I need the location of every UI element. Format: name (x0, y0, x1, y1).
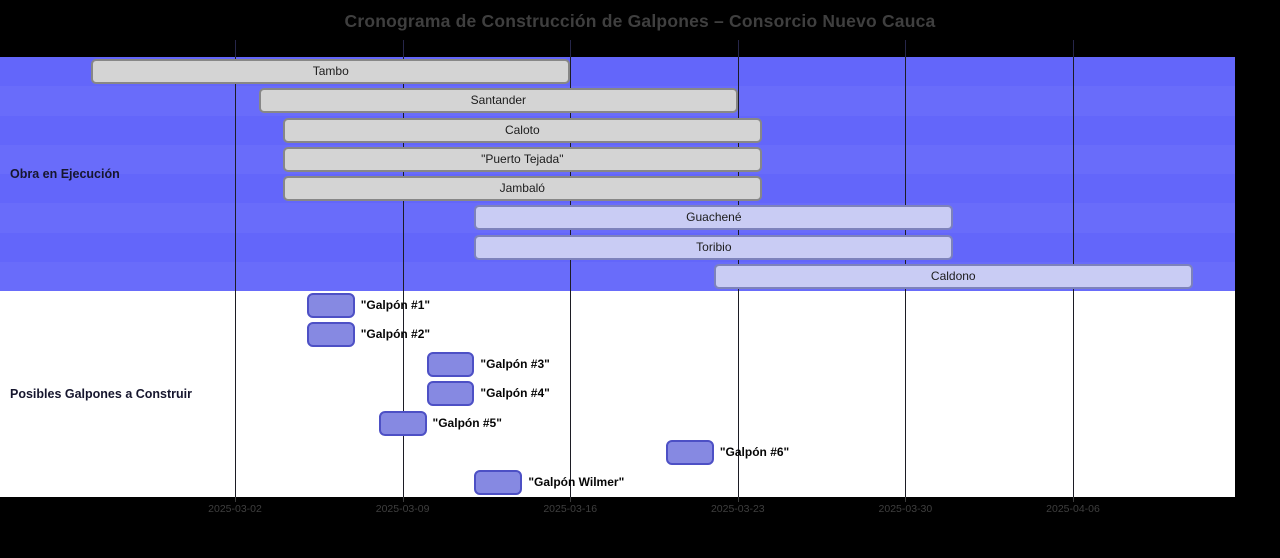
bar-label: Santander (470, 93, 527, 108)
bar-label: "Galpón #1" (360, 298, 431, 312)
bottom-tick-mark (737, 497, 739, 502)
top-tick-mark (570, 40, 572, 57)
bar-label: "Galpón #5" (432, 415, 502, 430)
top-tick-mark (737, 40, 739, 57)
gridline (402, 57, 404, 497)
bar-label: Jambaló (499, 181, 545, 195)
bar-label: "Puerto Tejada" (481, 151, 564, 166)
x-tick-label: 2025-03-23 (710, 503, 765, 515)
gantt-bar-santander[interactable]: Santander (258, 88, 738, 114)
bar-label: "Galpón #4" (480, 386, 550, 401)
bottom-tick-mark (402, 497, 404, 502)
bar-label: Toribio (696, 239, 732, 254)
chart-title: Cronograma de Construcción de Galpones –… (344, 11, 936, 31)
gantt-bar-galpon-wilmer[interactable] (474, 469, 523, 495)
gantt-bar-galpon-4[interactable] (426, 381, 475, 407)
top-tick-mark (235, 40, 236, 57)
bar-label: Caldono (930, 268, 976, 283)
bottom-tick-mark (1073, 497, 1074, 502)
bar-label: "Galpón #6" (719, 445, 790, 460)
gantt-bar-puerto-tejada[interactable]: "Puerto Tejada" (282, 146, 762, 172)
x-tick-label: 2025-03-30 (878, 503, 933, 515)
gantt-bar-galpon-5[interactable] (378, 410, 427, 436)
gantt-bar-galpon-2[interactable] (306, 322, 355, 348)
section-label-obra-en-ejecucion: Obra en Ejecución (10, 167, 120, 181)
top-tick-mark (402, 40, 404, 57)
top-tick-mark (905, 40, 907, 57)
gantt-bar-jambalo[interactable]: Jambaló (282, 176, 762, 201)
gantt-bar-caldono[interactable]: Caldono (713, 263, 1193, 289)
x-tick-label: 2025-03-09 (375, 503, 430, 515)
gantt-bar-galpon-3[interactable] (426, 351, 475, 377)
bottom-tick-mark (235, 497, 236, 502)
gridline (235, 57, 236, 497)
x-tick-label: 2025-03-16 (543, 503, 598, 515)
bottom-tick-mark (905, 497, 907, 502)
bar-label: "Galpón #2" (360, 327, 431, 342)
gridline (570, 57, 572, 497)
x-tick-label: 2025-04-06 (1046, 503, 1100, 515)
gantt-bar-galpon-1[interactable] (306, 293, 355, 318)
gantt-bar-tambo[interactable]: Tambo (91, 59, 571, 84)
gantt-bar-guachene[interactable]: Guachené (474, 205, 954, 231)
gantt-bar-caloto[interactable]: Caloto (282, 117, 762, 143)
section-label-posibles-galpones: Posibles Galpones a Construir (10, 387, 192, 401)
bar-label: "Galpón Wilmer" (528, 474, 625, 489)
gantt-bar-galpon-6[interactable] (665, 440, 714, 466)
bottom-tick-mark (570, 497, 572, 502)
x-tick-label: 2025-03-02 (208, 503, 262, 515)
bar-label: "Galpón #3" (480, 356, 550, 371)
bar-label: Caloto (504, 122, 540, 137)
gantt-bar-toribio[interactable]: Toribio (474, 234, 954, 260)
bar-label: Guachené (686, 210, 742, 225)
bar-label: Tambo (312, 64, 349, 78)
top-tick-mark (1073, 40, 1074, 57)
